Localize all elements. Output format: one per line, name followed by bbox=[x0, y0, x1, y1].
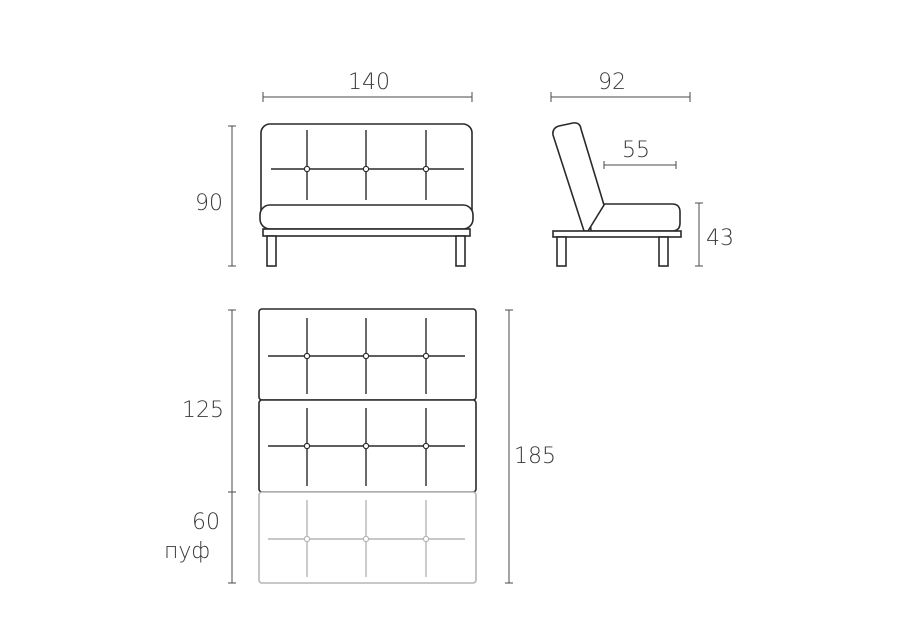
front-leg-left bbox=[266, 235, 277, 267]
tuft-button-icon bbox=[422, 352, 430, 360]
bed-cushion-lower-tufting bbox=[268, 408, 465, 486]
bed-view bbox=[228, 308, 513, 584]
tuft-button-icon bbox=[362, 442, 370, 450]
side-depth-label: 92 bbox=[598, 70, 626, 95]
front-view bbox=[228, 92, 474, 267]
side-backrest bbox=[552, 122, 605, 232]
side-base-frame bbox=[552, 230, 682, 238]
pouf-tufting bbox=[268, 500, 465, 577]
tuft-button-icon bbox=[303, 165, 311, 173]
tuft-button-icon bbox=[303, 442, 311, 450]
front-base-frame bbox=[262, 228, 471, 237]
side-leg-back bbox=[556, 236, 567, 267]
tuft-button-icon bbox=[422, 535, 430, 543]
tuft-button-icon bbox=[362, 165, 370, 173]
tuft-button-icon bbox=[303, 352, 311, 360]
total-length-label: 185 bbox=[514, 444, 556, 469]
front-seat-cushion bbox=[259, 204, 474, 230]
tuft-button-icon bbox=[303, 535, 311, 543]
front-backrest-tufting bbox=[271, 130, 464, 200]
pouf-length-label: 60 bbox=[192, 510, 220, 535]
bed-length-label: 125 bbox=[182, 398, 224, 423]
seat-depth-label: 55 bbox=[622, 138, 650, 163]
tuft-button-icon bbox=[362, 352, 370, 360]
seat-height-label: 43 bbox=[706, 226, 734, 251]
tuft-button-icon bbox=[422, 165, 430, 173]
bed-cushion-upper-tufting bbox=[268, 318, 465, 394]
tuft-button-icon bbox=[422, 442, 430, 450]
side-leg-front bbox=[658, 236, 669, 267]
tuft-button-icon bbox=[362, 535, 370, 543]
side-view bbox=[550, 92, 703, 267]
pouf-caption: пуф bbox=[164, 539, 211, 564]
front-leg-right bbox=[455, 235, 466, 267]
height-label: 90 bbox=[195, 191, 223, 216]
front-width-label: 140 bbox=[348, 70, 390, 95]
